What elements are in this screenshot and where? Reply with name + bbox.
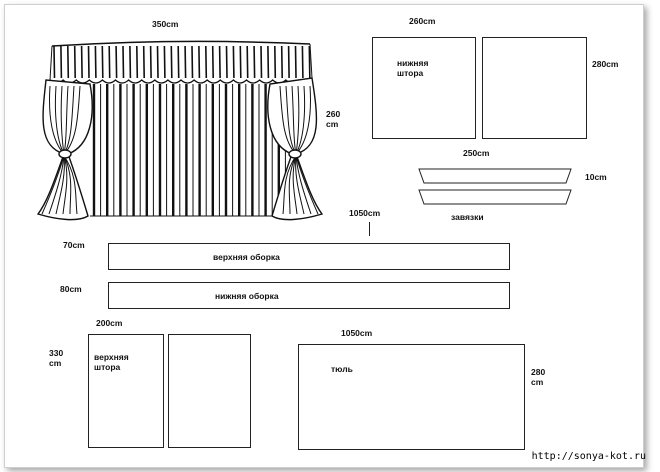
valance-pleat — [184, 45, 187, 79]
valance-pleat — [73, 45, 76, 79]
tulle-height-label: 280 cm — [531, 367, 546, 388]
tulle-label: тюль — [331, 364, 353, 374]
watermark-url: http://sonya-kot.ru — [531, 451, 646, 462]
valance-pleat — [129, 45, 132, 79]
valance-pleat — [67, 45, 70, 79]
left-drape-fold — [48, 155, 65, 215]
valance-pleat — [87, 45, 90, 79]
ties-width-label: 10cm — [585, 172, 607, 182]
curtain-rod — [51, 40, 311, 47]
valance-pleat — [198, 45, 201, 79]
valance-pleat — [205, 45, 208, 79]
valance-pleat — [156, 45, 159, 79]
valance-pleat — [53, 45, 56, 79]
valance-pleat — [294, 45, 297, 79]
valance-left-edge — [49, 45, 53, 81]
valance-pleat — [211, 45, 214, 79]
right-drape-fold — [295, 155, 312, 215]
upper-flounce-width-label: 70cm — [63, 240, 85, 250]
valance-pleat — [246, 45, 249, 79]
left-drape-fold — [41, 155, 65, 215]
curtain-illustration — [36, 40, 324, 221]
valance-pleat — [287, 45, 290, 79]
lower-flounce-strip: нижняя оборка — [108, 282, 510, 309]
ties-label: завязки — [451, 212, 484, 222]
tulle-height-value: 280 — [531, 367, 546, 377]
valance-pleat — [101, 45, 104, 79]
lower-curtain-panel-right — [482, 37, 587, 139]
left-drape-fold — [49, 85, 65, 155]
valance-pleat — [225, 45, 228, 79]
tie-strip-top — [416, 168, 574, 184]
upper-curtain-width-label: 200cm — [96, 318, 123, 328]
valance-pleat — [280, 45, 283, 79]
valance-pleat — [108, 45, 111, 79]
curtain-width-label: 350cm — [152, 19, 179, 29]
right-tieback — [288, 149, 302, 159]
valance-pleat — [308, 45, 311, 79]
left-drape-fold — [62, 155, 68, 215]
tulle-height-unit: cm — [531, 376, 544, 387]
valance-pleat — [274, 45, 277, 79]
tie-strip-top-shape — [418, 168, 572, 184]
valance-right-edge — [309, 43, 313, 79]
left-drape-fold — [63, 155, 72, 215]
lower-width-label: 260cm — [409, 16, 436, 26]
right-drape-fold — [295, 85, 311, 155]
flounce-length-label: 1050cm — [349, 208, 381, 218]
tie-strip-bottom — [416, 189, 574, 205]
valance-pleat — [267, 45, 270, 79]
upper-flounce-label: верхняя оборка — [213, 252, 280, 262]
valance-pleat — [115, 45, 118, 79]
valance-pleat — [177, 45, 180, 79]
tulle-panel: тюль — [298, 344, 525, 450]
valance-pleat — [191, 45, 194, 79]
right-drape-fold — [295, 155, 305, 215]
valance-pleat — [122, 45, 125, 79]
tie-strip-bottom-shape — [418, 189, 572, 205]
left-drape-fold — [55, 155, 65, 215]
valance-pleat — [260, 45, 263, 79]
valance-pleat — [60, 45, 63, 79]
valance-pleat — [232, 45, 235, 79]
valance-pleat — [136, 45, 139, 79]
valance-pleat — [253, 45, 256, 79]
tulle-width-label: 1050cm — [341, 328, 373, 338]
upper-flounce-strip: верхняя оборка — [108, 243, 510, 270]
right-drape-fold — [292, 155, 298, 215]
lower-flounce-width-label: 80cm — [60, 284, 82, 294]
valance-scallops — [49, 79, 313, 84]
ties-length-label: 250cm — [463, 148, 490, 158]
left-tieback — [58, 149, 72, 159]
curtain-height-unit: cm — [326, 118, 339, 129]
valance-pleat — [80, 45, 83, 79]
curtain-height-value: 260 — [326, 109, 341, 119]
valance-pleat — [142, 45, 145, 79]
flounce-length-tick — [369, 222, 370, 236]
left-drape-fold — [63, 155, 78, 215]
right-drape-fold — [288, 155, 297, 215]
right-drape-fold — [282, 155, 297, 215]
curtain-height-label: 260 cm — [326, 109, 341, 130]
valance-pleat — [163, 45, 166, 79]
lower-height-label: 280cm — [592, 59, 619, 69]
upper-curtain-height-value: 330 — [49, 348, 64, 358]
valance-pleat — [301, 45, 304, 79]
valance-pleat — [94, 45, 97, 79]
right-drape-fold — [295, 155, 319, 215]
valance-pleat — [170, 45, 173, 79]
valance-pleat — [149, 45, 152, 79]
valance-pleat — [218, 45, 221, 79]
upper-curtain-panel-right — [168, 334, 251, 448]
upper-curtain-height-unit: cm — [49, 357, 62, 368]
lower-flounce-label: нижняя оборка — [215, 291, 279, 301]
valance-pleat — [239, 45, 242, 79]
upper-curtain-height-label: 330 cm — [49, 348, 64, 369]
